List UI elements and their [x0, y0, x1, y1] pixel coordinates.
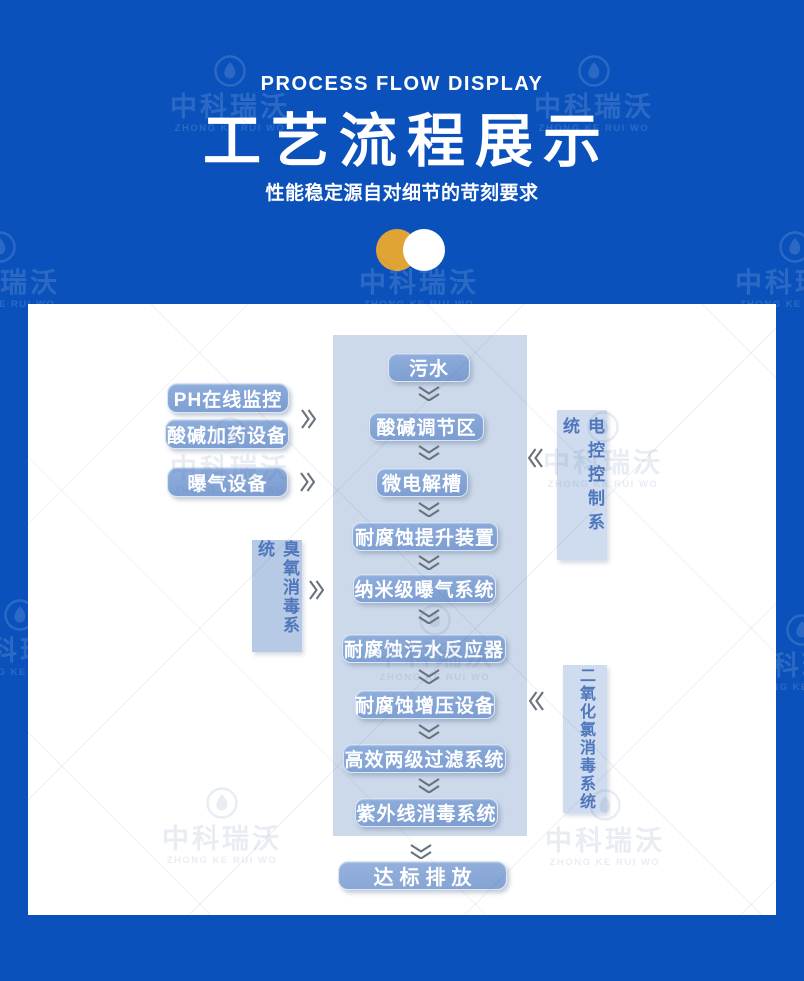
flow-step-box-6: 耐腐蚀污水反应器 — [342, 634, 506, 663]
flow-arrow-down-icon — [416, 385, 442, 401]
flow-arrow-down-icon — [416, 668, 442, 684]
flow-step-box-7: 耐腐蚀增压设备 — [355, 690, 495, 719]
flow-step-box-1: 污水 — [388, 353, 470, 382]
electric-control-system-box: 电控控制系统 — [557, 410, 607, 560]
flow-arrow-down-icon — [416, 554, 442, 570]
flow-arrow-down-icon — [408, 843, 434, 859]
left-equipment-box-1: PH在线监控 — [167, 383, 289, 413]
english-title: PROCESS FLOW DISPLAY — [260, 73, 544, 95]
arrow-right-icon — [299, 470, 315, 494]
flow-arrow-down-icon — [416, 723, 442, 739]
flow-arrow-down-icon — [416, 501, 442, 517]
flow-step-box-3: 微电解槽 — [376, 468, 468, 497]
flow-arrow-down-icon — [416, 608, 442, 624]
brand-logo-icon — [785, 613, 804, 647]
left-equipment-box-3: 曝气设备 — [167, 467, 288, 497]
arrow-right-icon — [300, 407, 316, 431]
flow-step-box-2: 酸碱调节区 — [369, 412, 484, 441]
final-step-box: 达标排放 — [338, 861, 507, 890]
flow-step-box-4: 耐腐蚀提升装置 — [352, 522, 498, 551]
page-subtitle: 性能稳定源自对细节的苛刻要求 — [265, 183, 539, 204]
flow-arrow-down-icon — [416, 777, 442, 793]
flow-step-box-5: 纳米级曝气系统 — [353, 574, 496, 603]
chlorine-dioxide-system-box: 二氧化氯消毒系统 — [563, 665, 607, 813]
ozone-system-box: 臭氧消毒系统 — [252, 540, 302, 652]
arrow-left-icon — [529, 689, 545, 713]
brand-logo-icon — [778, 230, 804, 264]
arrow-left-icon — [528, 446, 544, 470]
white-circle — [403, 229, 445, 271]
left-equipment-box-2: 酸碱加药设备 — [165, 419, 289, 449]
flow-step-box-9: 紫外线消毒系统 — [355, 798, 498, 827]
arrow-right-icon — [308, 578, 324, 602]
flow-arrow-down-icon — [416, 444, 442, 460]
page-title: 工艺流程展示 — [202, 109, 611, 174]
brand-logo-icon — [0, 230, 17, 264]
flow-step-box-8: 高效两级过滤系统 — [343, 744, 506, 773]
